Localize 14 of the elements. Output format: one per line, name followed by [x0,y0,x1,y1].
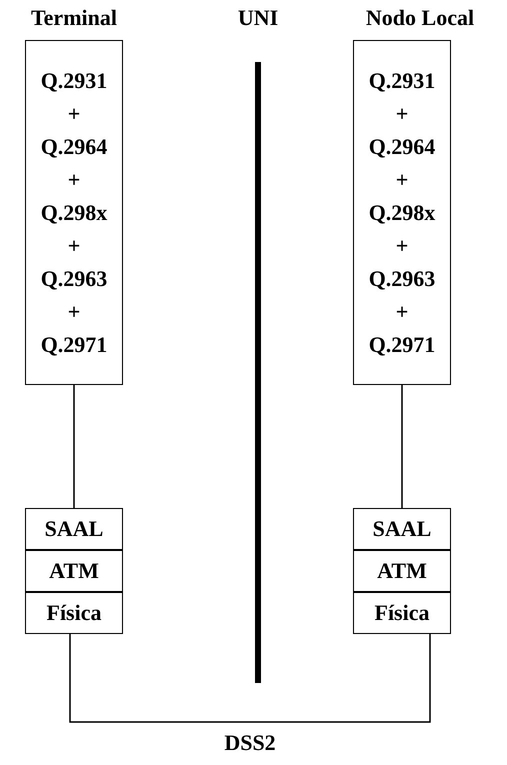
connector-line [69,634,431,723]
protocol-layer-box: SAAL [353,508,451,550]
protocol-layer-box: Física [353,592,451,634]
protocol-layer-box: ATM [25,550,123,592]
protocol-layer-box: ATM [353,550,451,592]
protocol-stack-box: Q.2931 + Q.2964 + Q.298x + Q.2963 + Q.2971 [353,40,451,385]
connector-line [73,385,75,508]
protocol-layer-box: Física [25,592,123,634]
protocol-layer-box: SAAL [25,508,123,550]
connector-line [401,385,403,508]
column-heading: Nodo Local [366,5,474,31]
column-heading: UNI [238,5,278,31]
column-heading: Terminal [31,5,117,31]
protocol-stack-box: Q.2931 + Q.2964 + Q.298x + Q.2963 + Q.2971 [25,40,123,385]
